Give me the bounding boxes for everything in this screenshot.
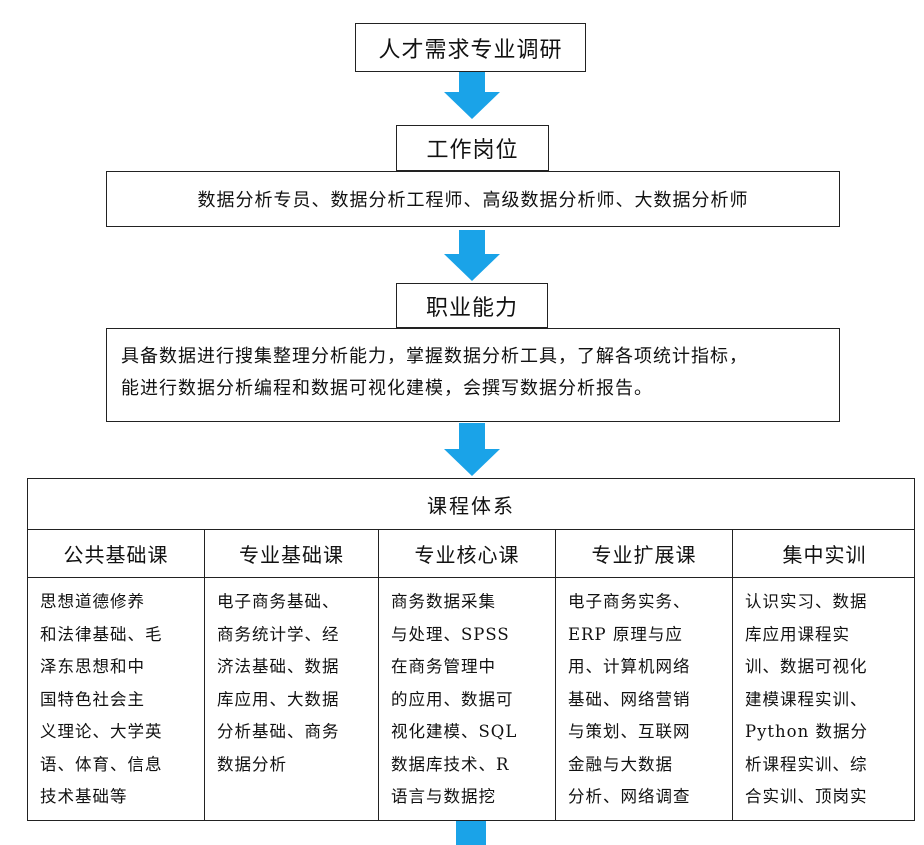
course-line: 分析基础、商务 (217, 722, 340, 741)
course-line: 与处理、SPSS (391, 624, 510, 644)
vocational-ability-title: 职业能力 (425, 295, 518, 321)
column-professional-extension: 专业扩展课 电子商务实务、 ERP 原理与应 用、计算机网络 基础、网络营销 与… (556, 530, 733, 820)
column-courses: 电子商务基础、 商务统计学、经 济法基础、数据 库应用、大数据 分析基础、商务 … (205, 578, 378, 820)
course-line: 视化建模、SQL (391, 722, 518, 741)
column-courses: 电子商务实务、 ERP 原理与应 用、计算机网络 基础、网络营销 与策划、互联网… (556, 578, 732, 820)
column-header: 集中实训 (733, 530, 914, 578)
course-line: 训、数据可视化 (745, 657, 868, 676)
down-arrow-1 (444, 72, 500, 119)
course-line: 泽东思想和中 (40, 657, 145, 676)
course-line: 义理论、大学英 (40, 722, 163, 741)
course-line: 金融与大数据 (568, 754, 673, 774)
job-positions-title: 工作岗位 (426, 138, 519, 163)
course-line: 商务数据采集 (391, 592, 496, 611)
curriculum-system-table: 课程体系 公共基础课 思想道德修养 和法律基础、毛 泽东思想和中 国特色社会主 … (27, 478, 915, 821)
job-positions-content-box: 数据分析专员、数据分析工程师、高级数据分析师、大数据分析师 (106, 171, 840, 227)
course-line: 与策划、互联网 (568, 722, 691, 741)
course-line: 建模课程实训、 (745, 689, 868, 709)
course-line: 用、计算机网络 (568, 657, 691, 676)
course-line: 电子商务实务、 (568, 592, 691, 611)
course-line: 认识实习、数据 (745, 592, 868, 611)
down-arrow-2 (444, 230, 500, 281)
down-arrow-shape (444, 423, 500, 476)
column-professional-core: 专业核心课 商务数据采集 与处理、SPSS 在商务管理中 的应用、数据可 视化建… (379, 530, 556, 820)
job-positions-content: 数据分析专员、数据分析工程师、高级数据分析师、大数据分析师 (197, 190, 749, 211)
talent-research-box: 人才需求专业调研 (355, 23, 586, 72)
ability-line: 具备数据进行搜集整理分析能力，掌握数据分析工具，了解各项统计指标， (121, 346, 748, 367)
course-line: 和法律基础、毛 (40, 624, 163, 644)
course-line: 济法基础、数据 (217, 657, 340, 676)
course-line: Python 数据分 (745, 722, 868, 741)
column-professional-foundation: 专业基础课 电子商务基础、 商务统计学、经 济法基础、数据 库应用、大数据 分析… (205, 530, 379, 820)
vocational-ability-title-box: 职业能力 (396, 283, 548, 328)
column-courses: 商务数据采集 与处理、SPSS 在商务管理中 的应用、数据可 视化建模、SQL … (379, 578, 555, 820)
column-header: 专业基础课 (205, 530, 378, 578)
course-line: 库应用课程实 (745, 624, 850, 644)
down-arrow-3 (444, 423, 500, 476)
course-line: 在商务管理中 (391, 657, 496, 676)
course-line: 合实训、顶岗实 (745, 787, 868, 806)
course-line: 电子商务基础、 (217, 592, 340, 611)
course-line: 语、体育、信息 (40, 754, 163, 774)
column-header: 专业扩展课 (556, 530, 732, 578)
course-line: 数据库技术、R (391, 754, 510, 774)
down-arrow-4 (456, 821, 486, 845)
course-line: 析课程实训、综 (745, 754, 868, 774)
column-courses: 思想道德修养 和法律基础、毛 泽东思想和中 国特色社会主 义理论、大学英 语、体… (28, 578, 204, 820)
down-arrow-shape (444, 72, 500, 119)
column-courses: 认识实习、数据 库应用课程实 训、数据可视化 建模课程实训、 Python 数据… (733, 578, 914, 820)
course-line: 数据分析 (217, 754, 287, 774)
course-line: ERP 原理与应 (568, 624, 683, 644)
course-line: 国特色社会主 (40, 689, 145, 709)
column-public-foundation: 公共基础课 思想道德修养 和法律基础、毛 泽东思想和中 国特色社会主 义理论、大… (28, 530, 205, 820)
talent-research-label: 人才需求专业调研 (378, 37, 563, 63)
course-line: 技术基础等 (40, 787, 128, 806)
down-arrow-shape (444, 230, 500, 281)
course-line: 的应用、数据可 (391, 689, 514, 709)
vocational-ability-content-box: 具备数据进行搜集整理分析能力，掌握数据分析工具，了解各项统计指标， 能进行数据分… (106, 328, 840, 422)
job-positions-title-box: 工作岗位 (396, 125, 549, 171)
column-header: 专业核心课 (379, 530, 555, 578)
course-line: 库应用、大数据 (217, 689, 340, 709)
course-line: 商务统计学、经 (217, 624, 340, 644)
down-arrow-stem (456, 821, 486, 845)
ability-line: 能进行数据分析编程和数据可视化建模，会撰写数据分析报告。 (121, 378, 653, 399)
course-line: 语言与数据挖 (391, 787, 496, 806)
course-line: 思想道德修养 (40, 592, 145, 611)
curriculum-system-title: 课程体系 (28, 479, 914, 530)
course-line: 基础、网络营销 (568, 689, 691, 709)
column-intensive-training: 集中实训 认识实习、数据 库应用课程实 训、数据可视化 建模课程实训、 Pyth… (733, 530, 914, 820)
course-line: 分析、网络调查 (568, 787, 691, 806)
column-header: 公共基础课 (28, 530, 204, 578)
